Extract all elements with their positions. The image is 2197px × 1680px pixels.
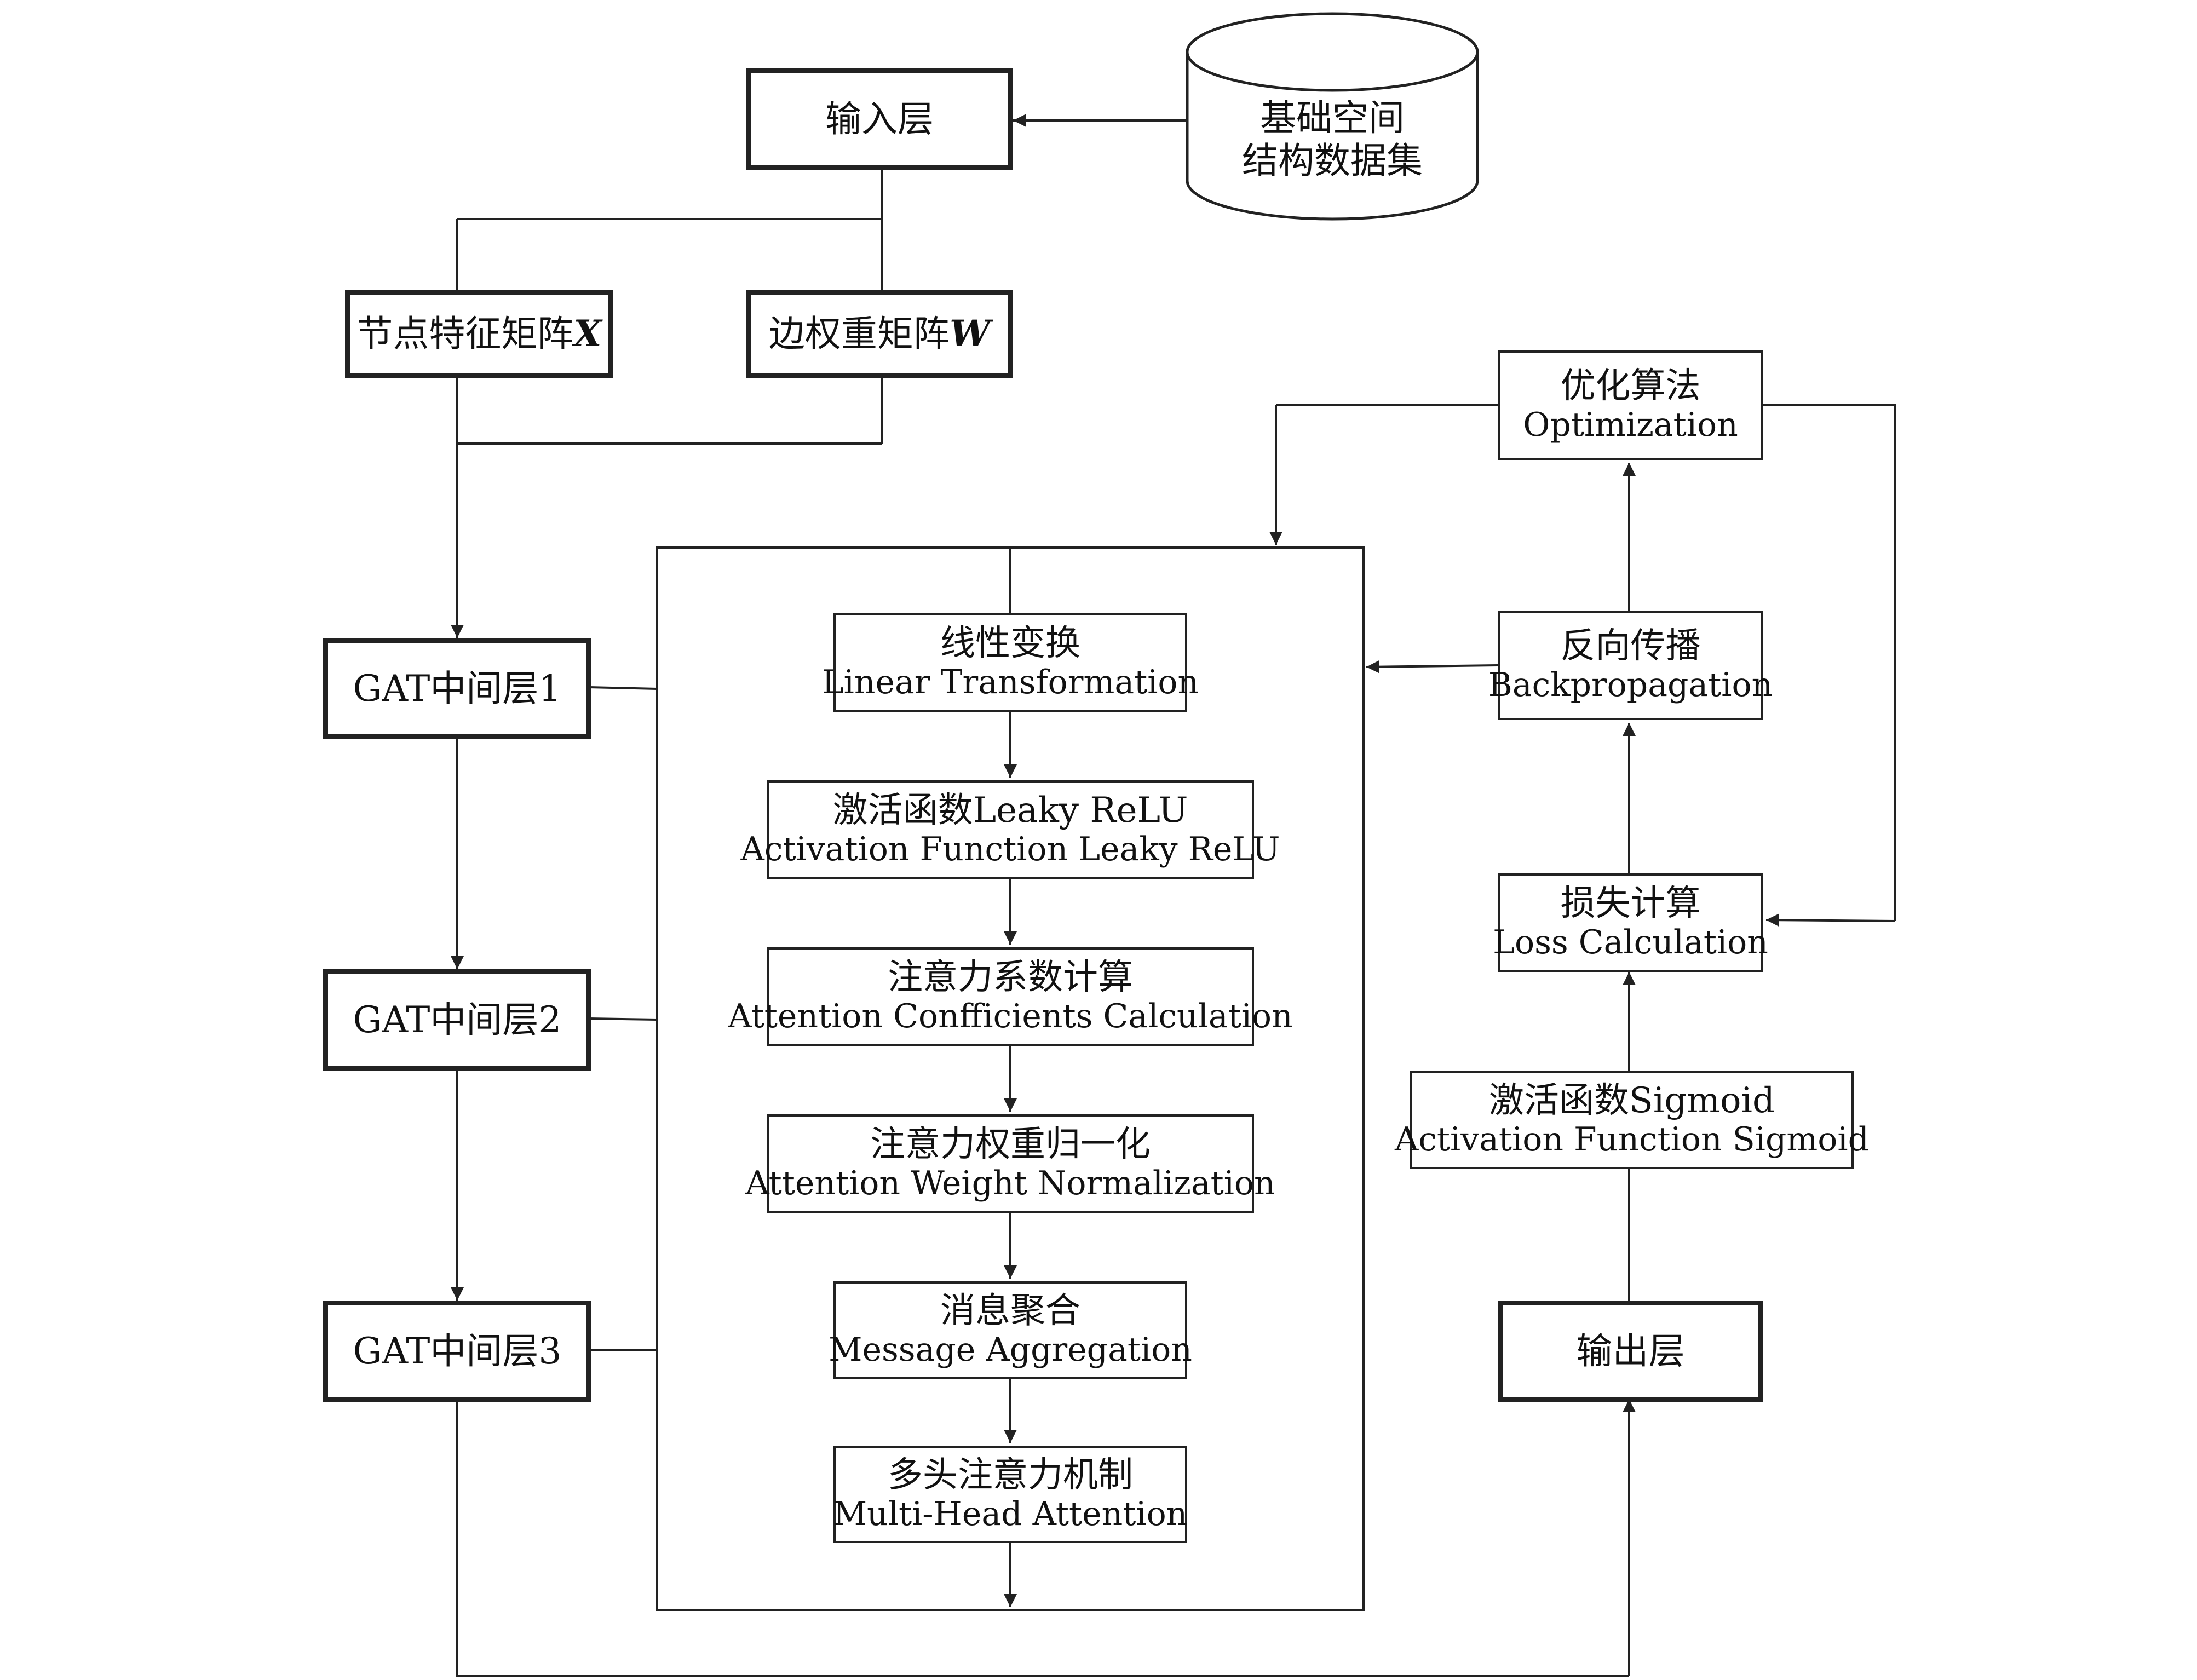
dataset-label-line1: 基础空间	[1260, 97, 1405, 140]
gat-layer-3-label: GAT中间层3	[353, 1330, 562, 1372]
input-layer-label: 输入层	[825, 97, 934, 140]
database-cylinder	[1186, 12, 1479, 221]
output-layer-label: 输出层	[1576, 1330, 1685, 1372]
backpropagation-cn: 反向传播	[1560, 625, 1701, 666]
step-1-cn: 线性变换	[940, 623, 1080, 664]
optimization-box: 优化算法 Optimization	[1498, 350, 1763, 460]
step-leaky-relu-box: 激活函数Leaky ReLU Activation Function Leaky…	[741, 780, 1280, 879]
step-5-cn: 消息聚合	[940, 1290, 1080, 1331]
optimization-cn: 优化算法	[1560, 365, 1701, 406]
dataset-label: 基础空间 结构数据集	[1187, 88, 1477, 192]
step-1-en: Linear Transformation	[821, 663, 1199, 702]
dataset-label-line2: 结构数据集	[1242, 140, 1423, 182]
input-layer-box: 输入层	[746, 68, 1013, 170]
sigmoid-cn: 激活函数Sigmoid	[1489, 1080, 1775, 1121]
loss-calculation-box: 损失计算 Loss Calculation	[1493, 873, 1768, 972]
edge-weight-matrix-text: 边权重矩阵	[768, 313, 950, 355]
loss-en: Loss Calculation	[1493, 923, 1768, 962]
step-4-cn: 注意力权重归一化	[870, 1124, 1151, 1165]
output-layer-box: 输出层	[1498, 1301, 1763, 1402]
step-2-en: Activation Function Leaky ReLU	[740, 830, 1280, 869]
node-feature-matrix-var: X	[573, 312, 602, 355]
step-3-en: Attention Confficients Calculation	[728, 997, 1293, 1036]
step-6-en: Multi-Head Attention	[833, 1495, 1188, 1534]
line-gat3-to-output	[456, 1399, 1629, 1677]
step-message-aggregation-box: 消息聚合 Message Aggregation	[829, 1281, 1192, 1379]
node-feature-matrix-label: 节点特征矩阵X	[356, 313, 601, 355]
backpropagation-en: Backpropagation	[1488, 666, 1773, 705]
node-feature-matrix-text: 节点特征矩阵	[356, 313, 574, 355]
step-2-cn: 激活函数Leaky ReLU	[832, 790, 1188, 831]
loss-cn: 损失计算	[1560, 883, 1701, 924]
gat-layer-2-label: GAT中间层2	[353, 998, 562, 1041]
line-gat2-to-frame	[588, 1017, 658, 1021]
line-gat1-to-frame	[588, 686, 658, 690]
arrow-backprop-to-frame	[1366, 660, 1498, 674]
line-matrices-merge	[456, 378, 883, 445]
line-optimization-to-loss	[1763, 404, 1896, 921]
edge-weight-matrix-box: 边权重矩阵W	[746, 290, 1013, 378]
sigmoid-activation-box: 激活函数Sigmoid Activation Function Sigmoid	[1395, 1071, 1869, 1169]
step-linear-transformation-box: 线性变换 Linear Transformation	[822, 613, 1199, 712]
arrow-optimization-to-loss	[1765, 913, 1895, 927]
step-5-en: Message Aggregation	[829, 1331, 1192, 1370]
step-attention-normalization-box: 注意力权重归一化 Attention Weight Normalization	[745, 1114, 1275, 1213]
step-attention-coefficients-box: 注意力系数计算 Attention Confficients Calculati…	[728, 947, 1293, 1046]
step-3-cn: 注意力系数计算	[888, 957, 1133, 998]
edge-weight-matrix-label: 边权重矩阵W	[769, 313, 990, 355]
gat-layer-3-box: GAT中间层3	[323, 1301, 591, 1402]
gat-layer-2-box: GAT中间层2	[323, 969, 591, 1071]
backpropagation-box: 反向传播 Backpropagation	[1488, 611, 1773, 720]
sigmoid-en: Activation Function Sigmoid	[1395, 1120, 1870, 1159]
node-feature-matrix-box: 节点特征矩阵X	[345, 290, 613, 378]
gat-layer-1-label: GAT中间层1	[353, 667, 562, 710]
step-4-en: Attention Weight Normalization	[745, 1164, 1275, 1203]
edge-weight-matrix-var: W	[949, 312, 991, 355]
line-input-to-matrices	[456, 170, 883, 290]
gat-layer-1-box: GAT中间层1	[323, 638, 591, 739]
optimization-en: Optimization	[1523, 406, 1738, 445]
step-multi-head-attention-box: 多头注意力机制 Multi-Head Attention	[833, 1446, 1187, 1543]
step-6-cn: 多头注意力机制	[888, 1454, 1133, 1495]
